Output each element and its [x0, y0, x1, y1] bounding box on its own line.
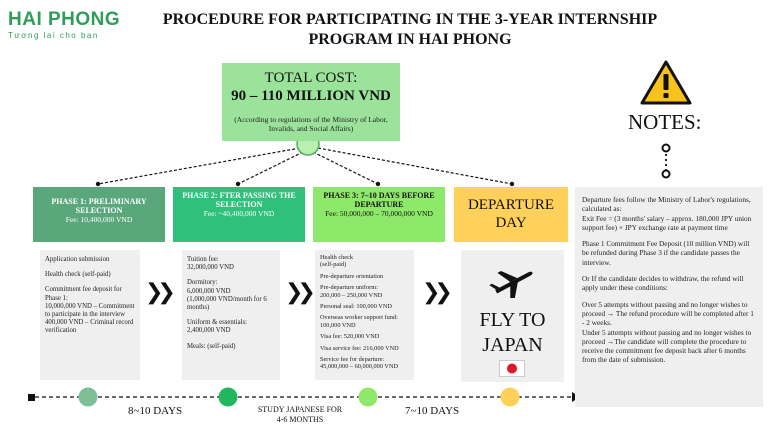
note-paragraph: Departure fees follow the Ministry of La… — [582, 195, 752, 232]
list-item: Commitment fee deposit for Phase 1: 10,0… — [45, 286, 135, 335]
chevron-right-icon: ❯❯ — [145, 280, 176, 305]
list-item: Health check (self-paid) — [320, 254, 354, 269]
chevron-right-icon: ❯❯ — [285, 280, 316, 305]
timeline-label-left: 8~10 DAYS — [128, 405, 183, 417]
list-item: Application submission — [45, 256, 110, 263]
cost-note: (According to regulations of the Ministr… — [234, 115, 388, 133]
phase-1-details: Application submission Health check (sel… — [40, 250, 140, 380]
list-item: Service fee for departure: 45,000,000 – … — [320, 356, 399, 371]
logo-tagline: Tương lai cho bạn — [8, 31, 99, 40]
airplane-icon — [489, 270, 533, 298]
phase-3-header: PHASE 3: 7–10 DAYS BEFORE DEPARTURE Fee:… — [313, 187, 445, 242]
chevron-right-icon: ❯❯ — [422, 280, 453, 305]
note-paragraph: Phase 1 Commitment Fee Deposit (10 milli… — [582, 239, 750, 267]
cost-amount: 90 – 110 MILLION VND — [231, 88, 391, 104]
phase-3-name: PHASE 3: 7–10 DAYS BEFORE DEPARTURE — [323, 191, 435, 209]
list-item: Tuition fee: 32,000,000 VND — [187, 256, 234, 272]
notes-title: NOTES: — [628, 110, 702, 134]
list-item: Pre-departure orientation — [320, 272, 384, 280]
phase-2-fee: Fee: ~40,400,000 VND — [203, 209, 275, 218]
phase-1-name: PHASE 1: PRELIMINARY SELECTION — [51, 197, 147, 215]
logo-main-text: HAI PHONG — [8, 9, 121, 30]
list-item: Dormitory: 6,000,000 VND (1,000,000 VND/… — [187, 279, 267, 312]
timeline-node-1 — [78, 387, 98, 407]
note-paragraph: Over 5 attempts without passing and no l… — [582, 299, 754, 328]
notes-box: Departure fees follow the Ministry of La… — [575, 187, 763, 407]
page-title: PROCEDURE FOR PARTICIPATING IN THE 3-YEA… — [162, 11, 658, 48]
timeline-label-middle: STUDY JAPANESE FOR 4-6 MONTHS — [257, 405, 343, 424]
departure-title: DEPARTURE DAY — [467, 197, 555, 231]
phase-3-details: Health check (self-paid) Pre-departure o… — [315, 250, 414, 380]
list-item: Pre-departure uniform: 200,000 – 250,000… — [320, 284, 383, 299]
timeline-node-2 — [218, 387, 238, 407]
note-paragraph: Or If the candidate decides to withdraw,… — [582, 274, 744, 293]
list-item: Personal seal: 100,000 VND — [320, 303, 392, 311]
list-item: Overseas worker support fund: 100,000 VN… — [320, 314, 398, 329]
list-item: Meals: (self-paid) — [187, 342, 236, 350]
phase-2-details: Tuition fee: 32,000,000 VND Dormitory: 6… — [182, 250, 280, 380]
cost-title: TOTAL COST: — [264, 70, 358, 86]
list-item: Uniform & essentials: 2,400,000 VND — [187, 319, 248, 335]
brand-logo: HAI PHONG Tương lai cho bạn — [8, 9, 128, 41]
warning-icon — [640, 60, 692, 105]
japan-flag-icon — [499, 360, 525, 377]
note-paragraph: Under 5 attempts without passing and no … — [582, 327, 752, 365]
phase-3-fee: Fee: 50,000,000 – 70,000,000 VND — [325, 209, 433, 218]
fly-to-japan-text: FLY TO JAPAN — [479, 309, 546, 356]
timeline-node-3 — [358, 387, 378, 407]
list-item: Visa service fee: 216,000 VND — [320, 344, 399, 352]
list-item: Health check (self-paid) — [45, 271, 111, 279]
phase-2-name: PHASE 2: FTER PASSING THE SELECTION — [182, 191, 296, 209]
phase-1-fee: Fee: 10,400,000 VND — [65, 215, 133, 224]
list-item: Visa fee: 520,000 VND — [320, 333, 380, 341]
total-cost-box: TOTAL COST: 90 – 110 MILLION VND (Accord… — [222, 63, 400, 141]
departure-details: FLY TO JAPAN — [461, 250, 564, 382]
timeline-node-4 — [500, 387, 520, 407]
phase-2-header: PHASE 2: FTER PASSING THE SELECTION Fee:… — [173, 187, 305, 242]
departure-header: DEPARTURE DAY — [454, 187, 568, 242]
phase-1-header: PHASE 1: PRELIMINARY SELECTION Fee: 10,4… — [33, 187, 165, 242]
timeline-label-right: 7~10 DAYS — [405, 405, 460, 417]
